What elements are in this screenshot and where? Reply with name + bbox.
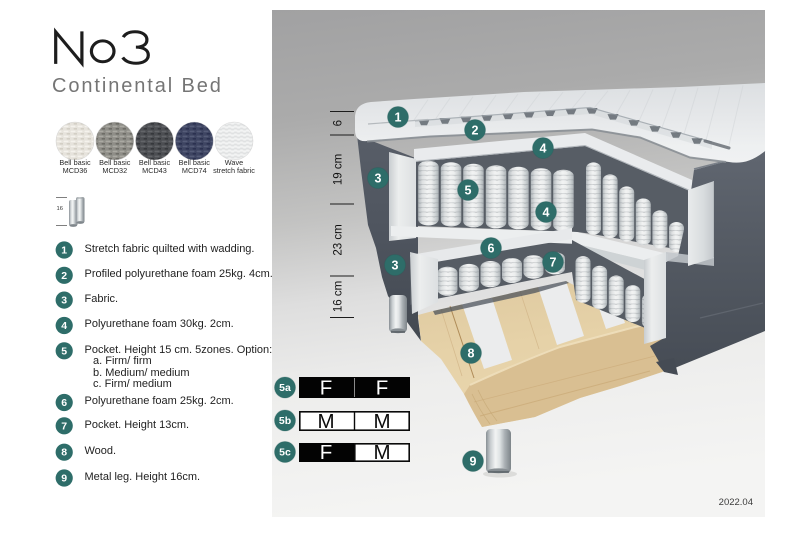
svg-text:M: M: [373, 410, 390, 433]
svg-text:1: 1: [61, 245, 67, 257]
svg-text:6: 6: [488, 242, 495, 256]
svg-text:6: 6: [61, 397, 67, 409]
svg-text:8: 8: [61, 447, 67, 459]
svg-text:3: 3: [375, 172, 382, 186]
svg-text:2: 2: [61, 270, 67, 282]
svg-text:2022.04: 2022.04: [719, 497, 753, 508]
svg-text:M: M: [373, 441, 390, 464]
svg-text:M: M: [317, 410, 334, 433]
svg-text:23 cm: 23 cm: [333, 224, 345, 255]
svg-text:7: 7: [550, 256, 557, 270]
svg-text:5a: 5a: [279, 382, 291, 394]
svg-text:5: 5: [61, 345, 67, 357]
svg-text:F: F: [376, 377, 389, 400]
svg-text:8: 8: [468, 347, 475, 361]
svg-text:9: 9: [470, 455, 477, 469]
svg-text:F: F: [320, 377, 333, 400]
svg-text:5: 5: [465, 184, 472, 198]
svg-text:7: 7: [61, 420, 67, 432]
svg-text:6: 6: [333, 120, 345, 126]
svg-text:3: 3: [61, 295, 67, 307]
svg-text:19 cm: 19 cm: [333, 154, 345, 185]
svg-text:4: 4: [543, 206, 550, 220]
svg-text:F: F: [320, 441, 333, 464]
svg-text:3: 3: [392, 259, 399, 273]
svg-text:2: 2: [472, 124, 479, 138]
svg-text:5b: 5b: [279, 415, 291, 427]
svg-text:16 cm: 16 cm: [333, 281, 345, 312]
svg-text:4: 4: [61, 320, 67, 332]
svg-text:9: 9: [61, 473, 67, 485]
svg-text:1: 1: [395, 111, 402, 125]
svg-text:5c: 5c: [279, 447, 291, 459]
svg-text:4: 4: [540, 142, 547, 156]
